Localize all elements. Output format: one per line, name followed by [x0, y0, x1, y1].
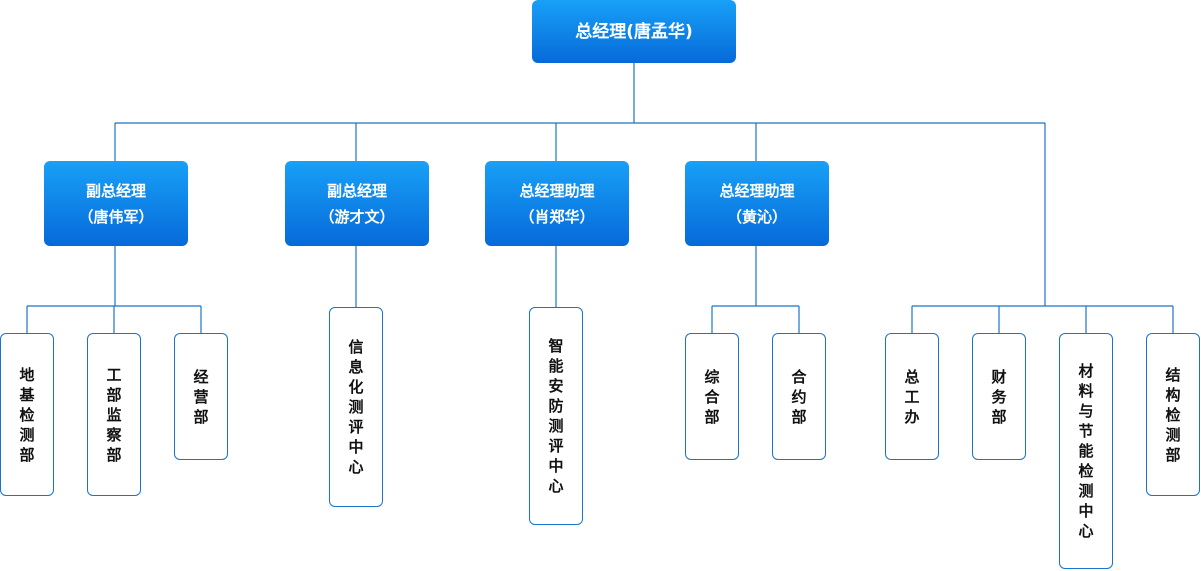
department-label: 经营部: [193, 367, 209, 426]
executive-title: 总经理助理: [719, 181, 795, 200]
department-box: 地基检测部: [0, 333, 54, 496]
ceo-box: 总经理(唐孟华): [532, 0, 736, 63]
department-label: 材料与节能检测中心: [1078, 362, 1094, 540]
department-label: 合约部: [791, 367, 807, 426]
department-label: 财务部: [991, 367, 1007, 426]
department-label: 结构检测部: [1165, 365, 1181, 464]
executive-name: （唐伟军）: [78, 207, 154, 226]
department-box: 总工办: [885, 333, 939, 460]
department-box: 智能安防测评中心: [529, 307, 583, 525]
ceo-label: 总经理(唐孟华): [575, 21, 693, 42]
executive-title: 副总经理: [85, 181, 146, 200]
department-box: 结构检测部: [1146, 333, 1200, 496]
executive-box-1: 副总经理 （唐伟军）: [44, 161, 188, 246]
executive-box-2: 副总经理 （游才文）: [285, 161, 429, 246]
executive-name: （肖郑华）: [519, 207, 595, 226]
executive-name: （游才文）: [319, 207, 395, 226]
department-label: 综合部: [704, 367, 720, 426]
department-box: 信息化测评中心: [329, 307, 383, 507]
department-box: 材料与节能检测中心: [1059, 333, 1113, 569]
department-box: 综合部: [685, 333, 739, 460]
department-label: 智能安防测评中心: [548, 337, 564, 495]
executive-title: 总经理助理: [519, 181, 595, 200]
executive-box-4: 总经理助理 （黄沁）: [685, 161, 829, 246]
executive-name: （黄沁）: [726, 207, 787, 226]
executive-box-3: 总经理助理 （肖郑华）: [485, 161, 629, 246]
department-label: 总工办: [904, 367, 920, 426]
department-label: 信息化测评中心: [348, 338, 364, 476]
department-box: 经营部: [174, 333, 228, 460]
department-box: 合约部: [772, 333, 826, 460]
department-label: 地基检测部: [19, 365, 35, 464]
department-box: 工部监察部: [87, 333, 141, 496]
department-box: 财务部: [972, 333, 1026, 460]
executive-title: 副总经理: [326, 181, 387, 200]
department-label: 工部监察部: [106, 365, 122, 464]
